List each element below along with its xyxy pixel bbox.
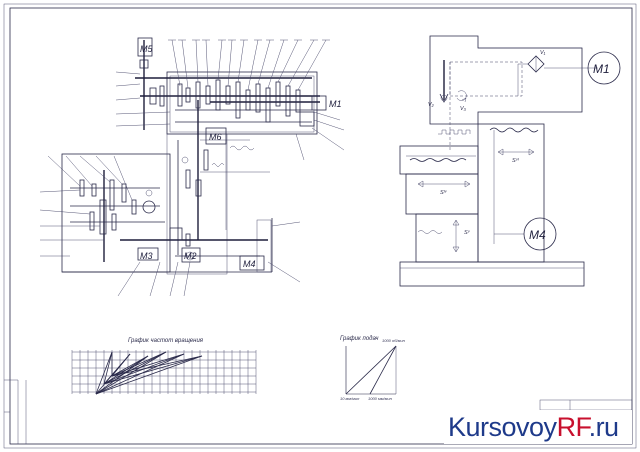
motor-m6-label: M6 — [209, 132, 222, 142]
kinematic-scheme: M5 M6 M3 M2 M4 M1 — [39, 37, 345, 297]
feed-graph: График подач 1000 об/мин 10 мм/мин 1000 … — [340, 336, 406, 401]
structure-motor-m4-label: M4 — [529, 228, 546, 242]
sheet-frame — [3, 3, 637, 449]
feed-mid-label: 1000 мм/мин — [368, 396, 393, 401]
speed-graph: График частот вращения — [71, 338, 257, 395]
speed-ray — [111, 355, 149, 377]
rotation-v1-label: V₁ — [540, 50, 546, 56]
machine-structure-scheme: M1 M4 V₁ V₂ V₃ Sᵛᴵ Sᴵᵛ Sᵛ — [399, 35, 621, 287]
speed-ray — [103, 355, 203, 385]
speed-ray — [111, 353, 185, 377]
speed-ray — [103, 351, 113, 385]
feed-graph-title: График подач — [340, 336, 379, 342]
speed-ray — [95, 351, 113, 395]
rotation-v2-label: V₂ — [428, 102, 435, 108]
speed-ray — [111, 351, 167, 377]
feed-left-label: 10 мм/мин — [340, 396, 360, 401]
speed-ray — [111, 353, 131, 377]
structure-motor-m1-label: M1 — [593, 62, 610, 76]
speed-ray — [111, 355, 203, 377]
feed-top-label: 1000 об/мин — [382, 338, 406, 343]
speed-ray — [103, 351, 167, 385]
feed-svi-label: Sᵛᴵ — [512, 157, 520, 164]
watermark-backdrop — [444, 410, 632, 444]
motor-m4-label: M4 — [243, 259, 256, 269]
watermark-logo: KursovoyRF.ru — [448, 412, 619, 442]
motor-m3-label: M3 — [140, 251, 153, 261]
motor-m5-label: M5 — [140, 44, 153, 54]
rotation-v3-label: V₃ — [460, 106, 467, 112]
feed-siv-label: Sᴵᵛ — [440, 189, 448, 196]
speed-ray — [95, 351, 167, 395]
speed-ray — [95, 355, 203, 395]
motor-m2-label: M2 — [184, 251, 197, 261]
feed-sv-label: Sᵛ — [464, 230, 471, 236]
motor-m1-label: M1 — [329, 99, 342, 109]
speed-graph-title: График частот вращения — [128, 338, 204, 344]
